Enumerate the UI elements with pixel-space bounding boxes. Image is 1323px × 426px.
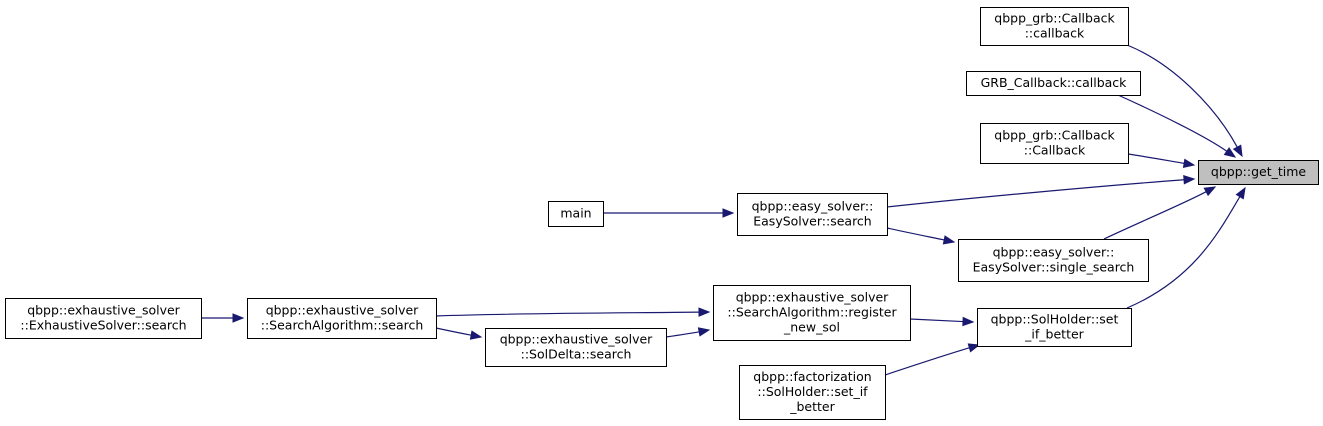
edge-line [884,347,970,376]
edge-main-to-easy_search [603,208,735,218]
node-box [713,285,911,341]
edge-arrowhead [1232,144,1243,158]
edge-arrowhead [722,208,735,218]
edge-line [435,327,472,336]
node-label-line: GRB_Callback::callback [981,75,1128,90]
edge-arrowhead [1223,147,1237,158]
edge-arrowhead [1203,186,1217,197]
node-label-line: qbpp::exhaustive_solver [500,332,653,347]
edge-arrowhead [232,313,245,323]
edge-line [1127,153,1185,164]
node-box [485,328,667,367]
edge-line [886,227,945,241]
node-label-line: qbpp::factorization [753,369,871,384]
node-get-time[interactable]: qbpp::get_time [1198,160,1319,185]
edge-arrowhead [1182,158,1196,168]
edge-line [909,318,964,323]
node-label-line: qbpp::exhaustive_solver [266,303,419,318]
node-box [958,239,1149,282]
node-soldelta-search[interactable]: qbpp::exhaustive_solver::SolDelta::searc… [485,328,667,367]
edge-arrowhead [698,307,711,317]
node-label-line: qbpp::exhaustive_solver [27,303,180,318]
node-label-line: _new_sol [783,320,840,335]
node-solholder-set[interactable]: qbpp::SolHolder::set_if_better [977,308,1132,347]
edge-register_new_sol-to-solholder_set [909,316,975,327]
node-label-line: qbpp_grb::Callback [994,11,1115,26]
node-label-line: qbpp::get_time [1211,164,1306,179]
node-box [737,193,888,236]
node-grb-callback-ctor[interactable]: qbpp_grb::Callback::Callback [980,123,1129,164]
node-box [5,298,202,339]
edge-easy_single_search-to-get_time [1103,186,1217,240]
edge-line [665,331,700,338]
edge-exh_solver_search-to-search_algo_search [201,313,245,323]
node-grb-cb-callback[interactable]: GRB_Callback::callback [966,71,1141,96]
node-easy-search[interactable]: qbpp::easy_solver::EasySolver::search [737,193,888,236]
node-label-line: qbpp::exhaustive_solver [736,290,889,305]
edge-arrowhead [967,343,981,353]
node-label-line: EasySolver::single_search [973,260,1135,275]
edge-grb_callback_ctor-to-get_time [1127,153,1196,168]
node-label-line: qbpp::SolHolder::set [991,312,1119,327]
node-label-line: ::ExhaustiveSolver::search [20,318,186,333]
node-box [977,308,1132,347]
edge-grb_callback_lower-to-get_time [1126,44,1243,158]
node-label-line: _if_better [1024,327,1084,342]
node-label-line: ::SearchAlgorithm::register [727,305,897,320]
node-label-line: _better [789,399,835,414]
node-box [548,201,604,227]
node-register-new-sol[interactable]: qbpp::exhaustive_solver::SearchAlgorithm… [713,285,911,341]
node-box [966,71,1141,96]
node-label-line: ::callback [1025,26,1085,41]
node-box [980,7,1129,46]
nodes-layer: qbpp::get_time qbpp_grb::Callback::callba… [5,7,1319,420]
node-label-line: qbpp_grb::Callback [994,128,1115,143]
node-label-line: qbpp::easy_solver:: [993,245,1115,260]
node-main[interactable]: main [548,201,604,227]
node-label-line: main [560,206,591,221]
edge-arrowhead [1183,175,1196,185]
edge-arrowhead [697,327,711,337]
edge-line [435,311,700,317]
node-label-line: ::SolDelta::search [521,347,632,362]
edge-search_algo_search-to-soldelta_search [435,327,483,340]
node-label-line: ::SearchAlgorithm::search [261,318,424,333]
edge-arrowhead [942,235,956,245]
edge-line [1117,94,1228,152]
node-easy-single-search[interactable]: qbpp::easy_solver::EasySolver::single_se… [958,239,1149,282]
node-box [739,365,886,420]
edge-line [1126,44,1238,148]
node-label-line: ::Callback [1024,143,1086,158]
node-grb-callback-lower[interactable]: qbpp_grb::Callback::callback [980,7,1129,46]
node-box [980,123,1129,164]
node-label-line: EasySolver::search [753,214,871,229]
edges-layer [201,44,1246,376]
edge-grb_cb_callback-to-get_time [1117,94,1237,158]
edge-arrowhead [1235,186,1246,200]
node-label-line: qbpp::easy_solver:: [752,199,874,214]
edge-easy_search-to-easy_single_search [886,227,956,245]
edge-arrowhead [962,316,975,327]
edge-line [886,179,1185,208]
node-box [247,298,437,339]
edge-solholder_set-to-get_time [1126,186,1246,309]
node-label-line: ::SolHolder::set_if [757,384,868,399]
edge-fact_solholder_set-to-solholder_set [884,343,981,376]
edge-line [1103,191,1207,240]
edge-line [1126,196,1241,309]
edge-soldelta_search-to-register_new_sol [665,327,711,338]
node-exh-solver-search[interactable]: qbpp::exhaustive_solver::ExhaustiveSolve… [5,298,202,339]
edge-arrowhead [469,330,483,340]
edge-search_algo_search-to-register_new_sol [435,307,711,317]
node-box [1198,160,1319,185]
node-fact-solholder-set[interactable]: qbpp::factorization::SolHolder::set_if_b… [739,365,886,420]
node-search-algo-search[interactable]: qbpp::exhaustive_solver::SearchAlgorithm… [247,298,437,339]
edge-easy_search-to-get_time [886,175,1196,208]
